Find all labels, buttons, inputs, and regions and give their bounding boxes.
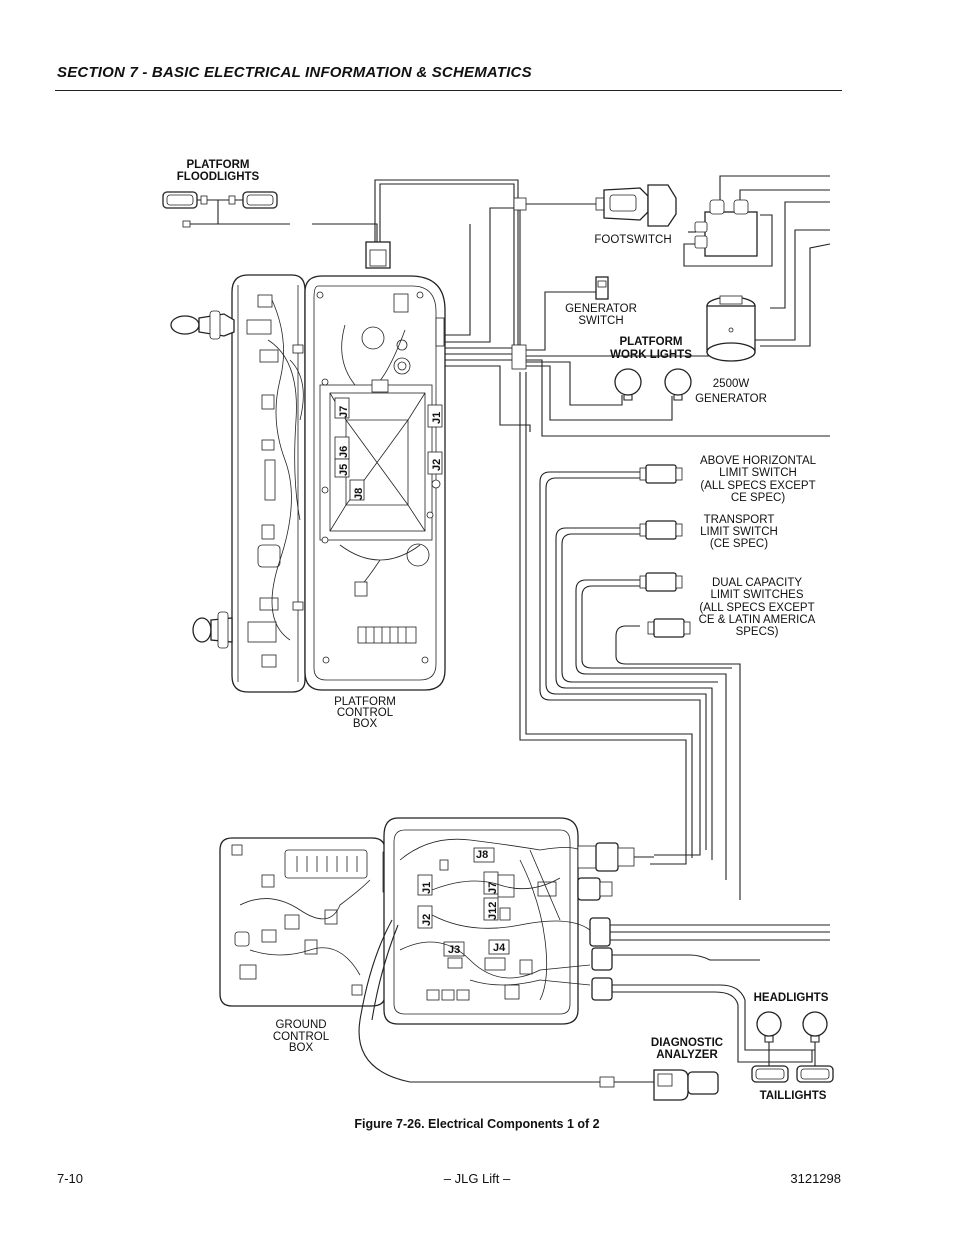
above-horizontal-limit-switch-icon (639, 464, 683, 484)
label-line: LIMIT SWITCH (719, 467, 797, 479)
transport-limit-switch-icon (639, 520, 683, 540)
header-rule (55, 90, 842, 91)
footer-brand: – JLG Lift – (443, 1171, 511, 1186)
svg-text:J12: J12 (487, 902, 499, 920)
label-line: FLOODLIGHTS (177, 171, 260, 183)
label-line: SWITCH (578, 315, 623, 327)
taillights-icon (751, 1065, 834, 1083)
document-number: 3121298 (790, 1171, 841, 1186)
svg-text:J3: J3 (448, 944, 460, 956)
label-headlights: HEADLIGHTS (754, 992, 829, 1004)
label-platform-floodlights: PLATFORM FLOODLIGHTS (177, 159, 260, 183)
label-line: LIMIT SWITCH (700, 526, 778, 538)
label-taillights: TAILLIGHTS (760, 1090, 827, 1102)
label-line: GENERATOR (565, 303, 637, 315)
diagnostic-analyzer-icon (358, 919, 719, 1101)
svg-text:J1: J1 (421, 882, 433, 894)
label-line: ANALYZER (656, 1049, 718, 1061)
label-line: (ALL SPECS EXCEPT (700, 480, 815, 492)
svg-text:J6: J6 (338, 446, 350, 458)
label-line: BOX (289, 1042, 314, 1054)
label-line: PLATFORM (619, 336, 682, 348)
label-diagnostic-analyzer: DIAGNOSTIC ANALYZER (651, 1037, 723, 1061)
label-dual-capacity-limit-switches: DUAL CAPACITY LIMIT SWITCHES (ALL SPECS … (699, 577, 816, 638)
svg-text:J2: J2 (431, 459, 443, 471)
label-generator-switch: GENERATOR SWITCH (565, 303, 637, 327)
label-line: TRANSPORT (704, 514, 775, 526)
label-transport-limit-switch: TRANSPORT LIMIT SWITCH (CE SPEC) (700, 514, 778, 550)
label-line: GENERATOR (695, 393, 767, 405)
label-line: CE SPEC) (731, 492, 785, 504)
label-line: TAILLIGHTS (760, 1090, 827, 1102)
label-platform-work-lights: PLATFORM WORK LIGHTS (610, 336, 692, 361)
limit-switch-cables (519, 372, 741, 900)
svg-text:J4: J4 (493, 942, 506, 954)
svg-text:J5: J5 (338, 464, 350, 476)
label-line: ABOVE HORIZONTAL (700, 455, 817, 467)
label-line: BOX (353, 718, 378, 730)
label-line: DIAGNOSTIC (651, 1037, 723, 1049)
page-number: 7-10 (57, 1171, 84, 1186)
label-line: DUAL CAPACITY (712, 577, 802, 589)
generator-switch-icon (595, 276, 609, 300)
headlights-icon (756, 1011, 828, 1066)
svg-text:J1: J1 (431, 412, 443, 424)
label-line: WORK LIGHTS (610, 349, 692, 361)
label-above-horizontal-limit-switch: ABOVE HORIZONTAL LIMIT SWITCH (ALL SPECS… (700, 455, 817, 504)
svg-text:J7: J7 (338, 406, 350, 418)
label-line: HEADLIGHTS (754, 992, 829, 1004)
label-footswitch: FOOTSWITCH (594, 234, 671, 246)
figure-caption: Figure 7-26. Electrical Components 1 of … (354, 1117, 600, 1131)
dual-capacity-limit-switch-icon (639, 572, 691, 638)
platform-wiring-harness (365, 179, 830, 437)
label-line: FOOTSWITCH (594, 234, 671, 246)
ground-control-box: J8 J1 J2 J7 J12 J3 J4 (219, 817, 830, 1063)
section-title: SECTION 7 - BASIC ELECTRICAL INFORMATION… (57, 64, 532, 81)
label-line: (CE SPEC) (710, 538, 768, 550)
label-line: PLATFORM (334, 696, 396, 708)
svg-text:J8: J8 (476, 849, 488, 861)
label-line: GROUND (275, 1019, 326, 1031)
svg-text:J7: J7 (487, 882, 499, 894)
svg-text:J8: J8 (353, 488, 365, 500)
label-line: (ALL SPECS EXCEPT (699, 602, 814, 614)
platform-work-lights-icon (614, 368, 692, 401)
label-line: SPECS) (736, 626, 779, 638)
label-line: CONTROL (337, 707, 394, 719)
platform-floodlights (162, 191, 378, 242)
label-line: 2500W (713, 378, 750, 390)
label-line: CONTROL (273, 1031, 330, 1043)
label-line: PLATFORM (186, 159, 249, 171)
svg-text:J2: J2 (421, 914, 433, 926)
label-ground-control-box: GROUND CONTROL BOX (273, 1019, 330, 1054)
label-generator: 2500W GENERATOR (695, 378, 767, 405)
label-platform-control-box: PLATFORM CONTROL BOX (334, 696, 396, 730)
generator-icon (683, 175, 831, 362)
label-line: CE & LATIN AMERICA (699, 614, 816, 626)
platform-control-box: J7 J6 J5 J8 J1 J2 (170, 274, 446, 693)
footswitch-icon (595, 184, 677, 227)
label-line: LIMIT SWITCHES (710, 589, 803, 601)
